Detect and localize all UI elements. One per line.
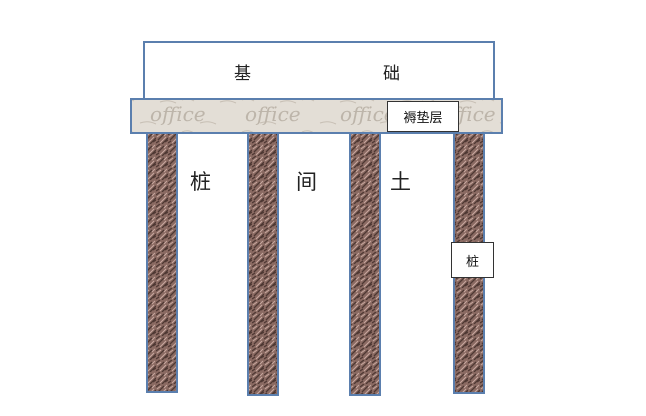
cushion-callout: 褥垫层: [387, 101, 459, 132]
svg-text:office: office: [245, 102, 301, 126]
soil-label-2: 间: [296, 170, 317, 194]
pile-callout: 桩: [451, 242, 494, 278]
foundation-label-right: 础: [383, 64, 402, 84]
foundation-block: [143, 41, 495, 101]
soil-label-1: 桩: [190, 170, 211, 194]
pile-3: [349, 132, 381, 396]
soil-label-3: 土: [390, 170, 411, 194]
pile-2: [247, 132, 279, 396]
foundation-label-left: 基: [234, 64, 253, 84]
svg-text:office: office: [150, 102, 206, 126]
svg-text:office: office: [340, 102, 396, 126]
pile-1: [146, 132, 178, 393]
